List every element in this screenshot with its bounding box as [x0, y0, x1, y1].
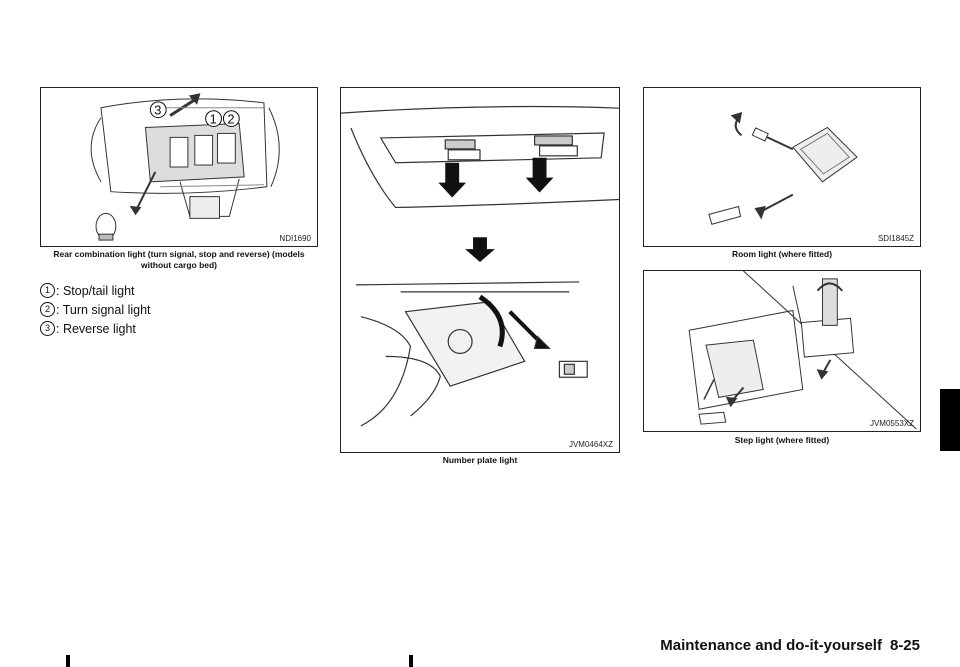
legend-number: 1: [40, 283, 55, 298]
page-footer: Maintenance and do-it-yourself 8-25: [660, 637, 920, 654]
step-light-caption: Step light (where fitted): [734, 435, 830, 445]
room-light-figure: SDI1845Z: [643, 87, 921, 247]
room-light-caption: Room light (where fitted): [731, 249, 833, 259]
rear-combination-light-illustration: 3 1 2: [90, 93, 280, 241]
figure-code: NDI1690: [279, 234, 311, 243]
callout-2: 2: [227, 112, 234, 127]
legend-text: : Reverse light: [56, 321, 136, 336]
legend-item: 1 : Stop/tail light: [40, 283, 135, 298]
crop-mark: [66, 655, 70, 667]
section-tab: [940, 389, 960, 451]
figure-code: JVM0464XZ: [568, 440, 613, 449]
number-plate-caption: Number plate light: [442, 455, 518, 465]
rear-combination-caption: Rear combination light (turn signal, sto…: [53, 249, 305, 270]
callout-1: 1: [210, 112, 217, 127]
figure-code: SDI1845Z: [877, 234, 914, 243]
legend-text: : Turn signal light: [56, 302, 151, 317]
callout-3: 3: [154, 103, 161, 118]
footer-section-title: Maintenance and do-it-yourself: [660, 637, 882, 654]
step-light-figure: JVM0553XZ: [643, 270, 921, 432]
room-light-illustration: [708, 111, 858, 225]
number-plate-light-figure: JVM0464XZ: [340, 87, 620, 453]
legend-item: 3 : Reverse light: [40, 321, 136, 336]
legend-number: 3: [40, 321, 55, 336]
legend-item: 2 : Turn signal light: [40, 302, 151, 317]
figure-code: JVM0553XZ: [869, 419, 914, 428]
number-plate-light-illustration: [341, 105, 619, 427]
legend-number: 2: [40, 302, 55, 317]
page-number: 8-25: [889, 637, 920, 654]
crop-mark: [409, 655, 413, 667]
rear-combination-light-figure: 3 1 2 NDI1690: [40, 87, 318, 247]
step-light-illustration: [688, 271, 917, 430]
legend-text: : Stop/tail light: [56, 283, 135, 298]
